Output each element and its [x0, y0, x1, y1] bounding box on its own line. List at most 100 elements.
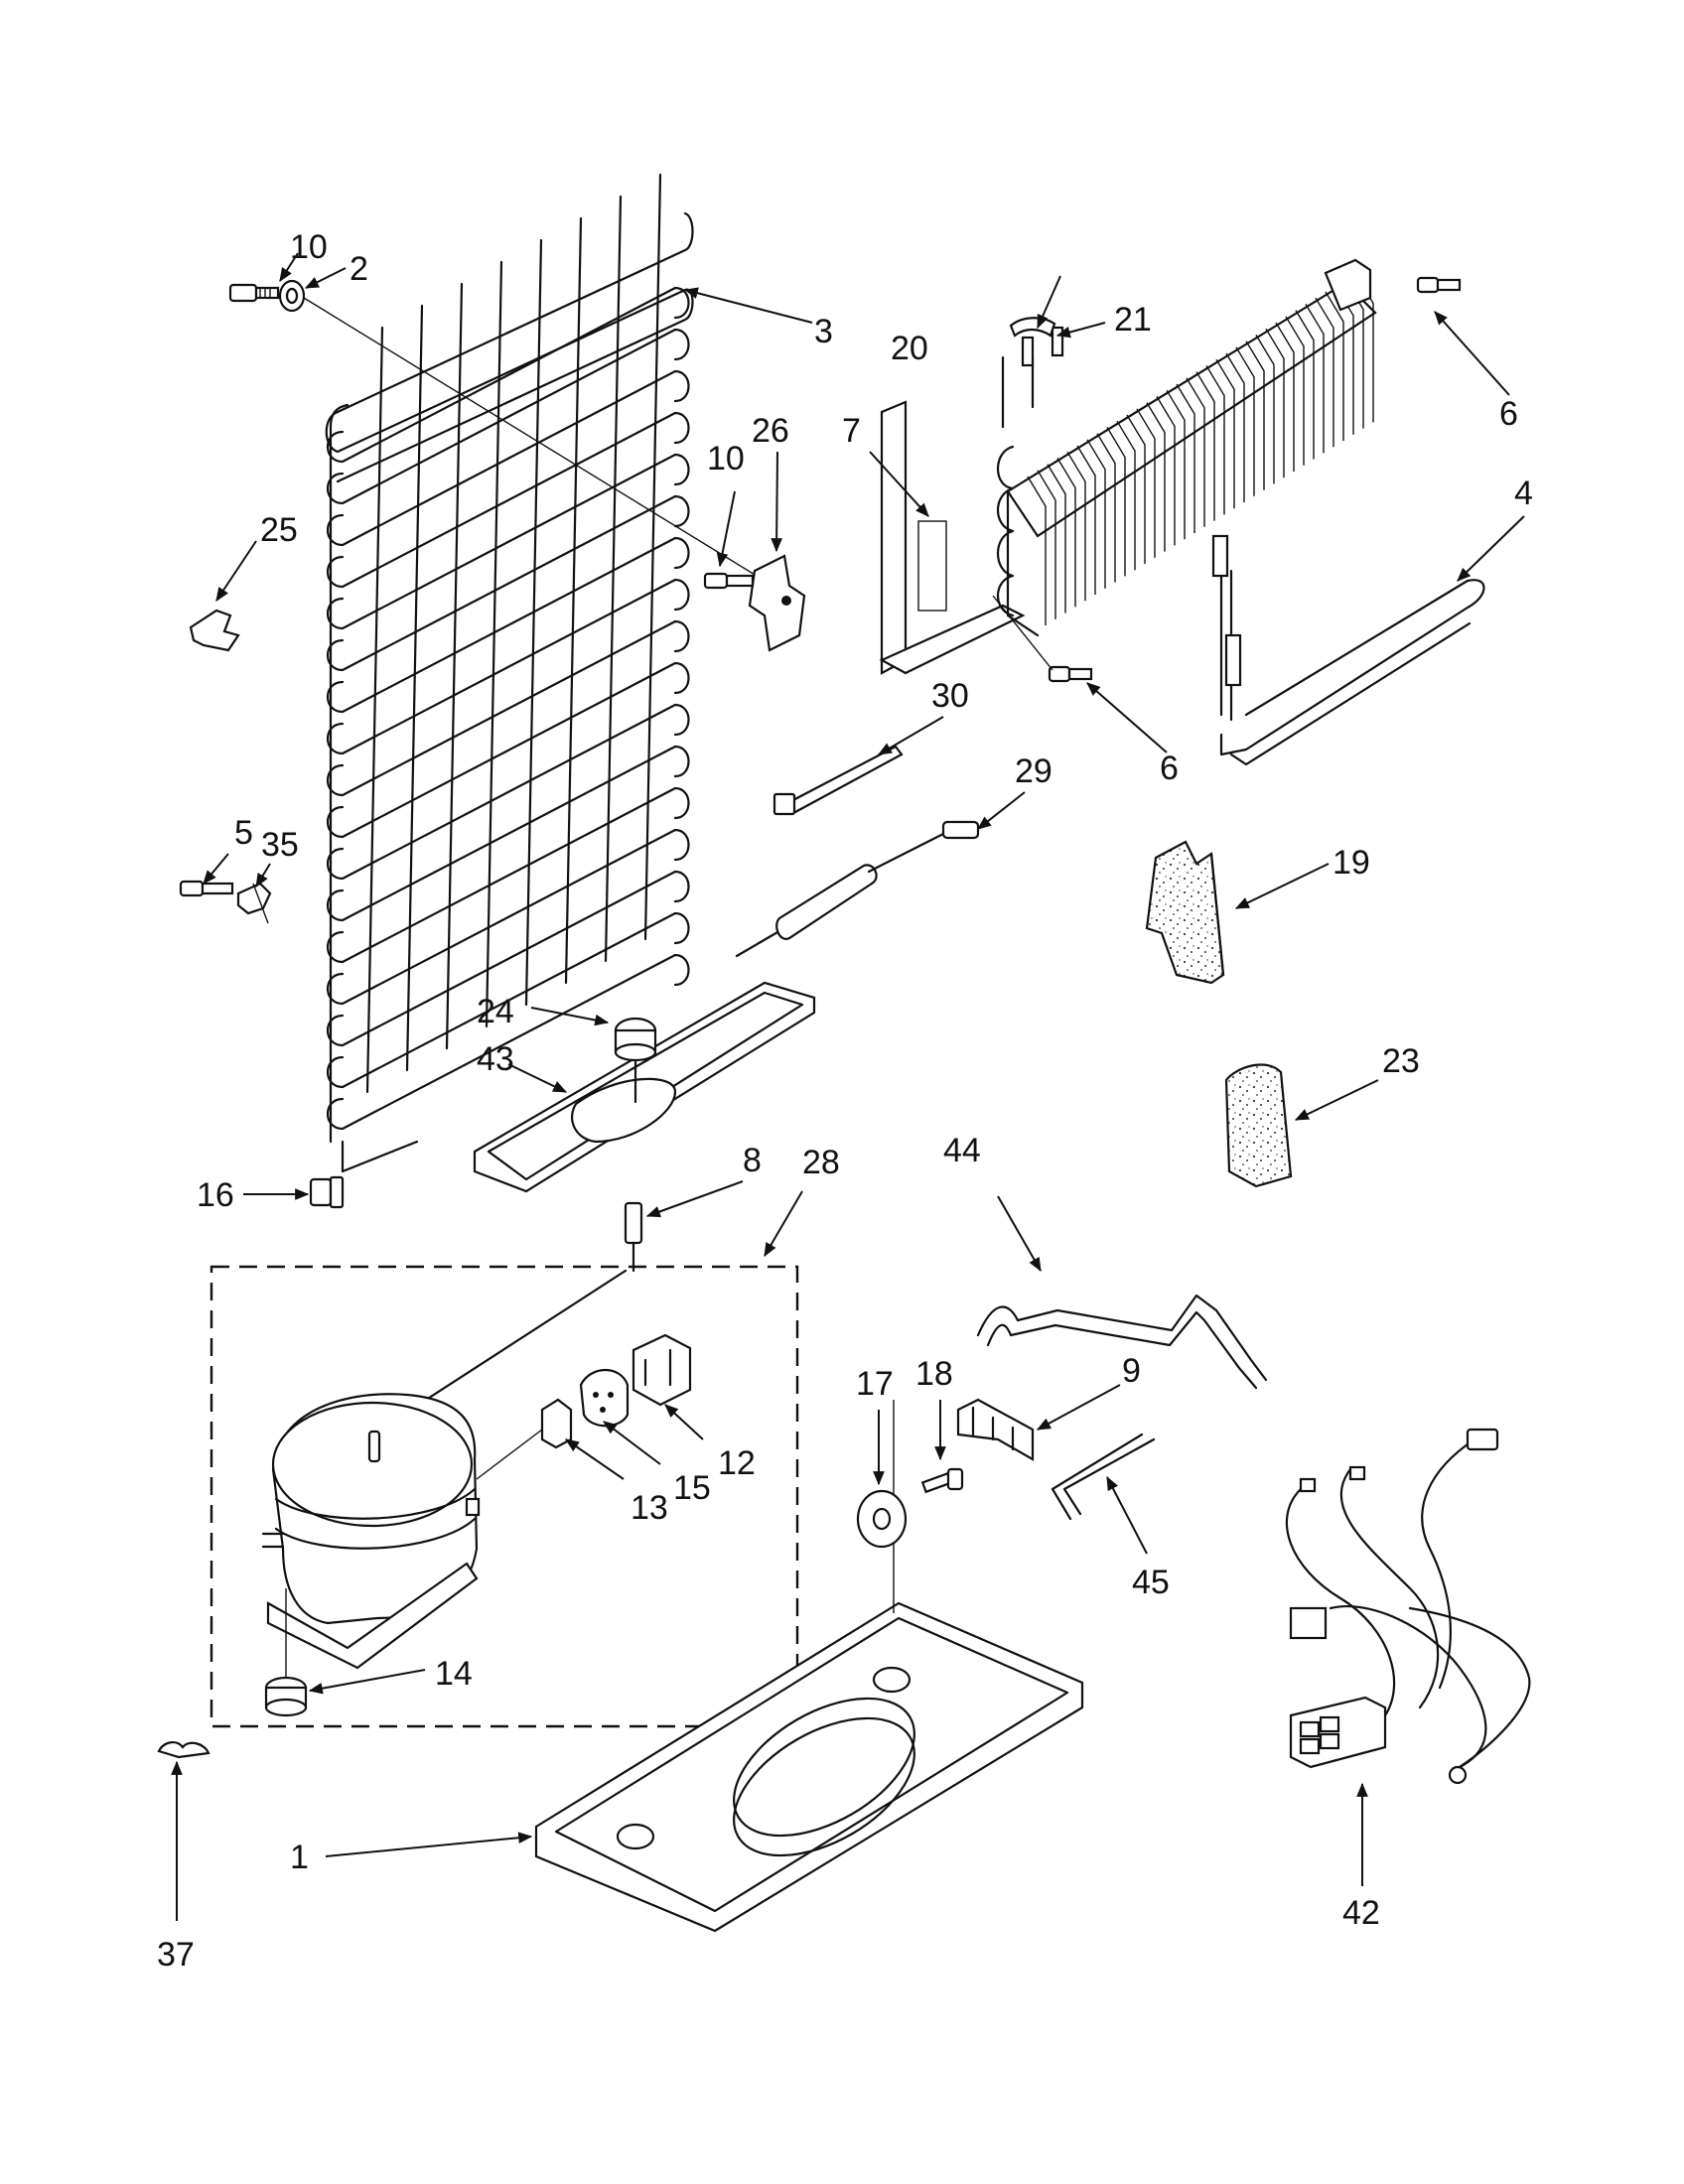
screw-10-top	[228, 283, 280, 303]
evaporator-fin	[1315, 297, 1334, 448]
label-part-30: 30	[931, 677, 969, 715]
condenser-tube-loop	[327, 453, 690, 630]
label-part-15: 15	[673, 1469, 711, 1507]
evaporator	[879, 258, 1377, 675]
label-part-3: 3	[814, 313, 833, 350]
compressor-assembly-28-box	[210, 1265, 799, 1728]
clip-25	[189, 609, 240, 652]
evaporator-fin	[1195, 371, 1215, 521]
label-part-7: 7	[842, 412, 861, 450]
clip-37	[157, 1741, 210, 1759]
label-part-12: 12	[718, 1444, 756, 1482]
evaporator-fin	[1056, 458, 1076, 608]
evaporator-fin	[1136, 408, 1156, 558]
drain-tube-8	[624, 1201, 643, 1273]
evaporator-fin	[1047, 464, 1066, 614]
label-part-20: 20	[891, 330, 928, 367]
evaporator-fin	[1265, 328, 1285, 478]
evaporator-fin	[1027, 476, 1047, 625]
relay-cover-12	[632, 1333, 692, 1407]
label-part-14: 14	[435, 1655, 473, 1693]
condenser-wire	[445, 282, 464, 1050]
label-part-28: 28	[802, 1144, 840, 1181]
evaporator-fin	[1156, 396, 1176, 546]
alignment-line-6	[992, 595, 1053, 671]
roller-17	[856, 1489, 908, 1549]
evaporator-fin	[1106, 427, 1126, 577]
grommet-14	[264, 1588, 308, 1717]
condenser-wire	[405, 304, 424, 1072]
evaporator-fin	[1285, 316, 1305, 466]
clip-16	[309, 1175, 345, 1209]
overload-13	[476, 1398, 573, 1480]
leader-lines	[171, 252, 1525, 1921]
label-part-25: 25	[260, 511, 298, 549]
label-part-2: 2	[350, 250, 368, 288]
label-part-21: 21	[1114, 301, 1152, 339]
label-part-19: 19	[1333, 844, 1370, 882]
label-part-24: 24	[477, 993, 514, 1030]
part-labels: 10 2 3 10 26 25 5 35 20 21 7 6 4 6 30 29…	[157, 228, 1533, 1974]
condenser-coil	[325, 173, 694, 1173]
evaporator-fin	[1325, 291, 1344, 441]
condenser-wire	[485, 260, 503, 1028]
wire-harness-42	[1285, 1428, 1531, 1785]
evaporator-fin	[1146, 402, 1166, 552]
screw-6-top	[1416, 276, 1462, 294]
evaporator-fin	[1066, 451, 1086, 602]
defrost-sensor-29	[735, 820, 980, 958]
label-part-4: 4	[1514, 475, 1533, 512]
label-part-5: 5	[234, 814, 253, 852]
condenser-tube-loop	[327, 661, 690, 839]
condenser-tube-loop	[327, 703, 690, 881]
label-part-37: 37	[157, 1936, 195, 1974]
tube-44	[976, 1294, 1268, 1390]
condenser-bracket-26	[748, 554, 806, 652]
drain-fitting-24	[614, 1017, 657, 1062]
label-part-35: 35	[261, 826, 299, 864]
screw-18	[920, 1467, 964, 1494]
evaporator-fin	[1086, 439, 1106, 589]
label-part-8: 8	[743, 1142, 762, 1179]
label-part-42: 42	[1342, 1894, 1380, 1932]
tube-45	[1051, 1433, 1156, 1521]
label-part-29: 29	[1015, 752, 1052, 790]
evaporator-fin	[1096, 433, 1116, 583]
alignment-line-10-2	[303, 297, 766, 582]
bracket-9	[956, 1398, 1035, 1461]
condenser-tube-loop	[327, 536, 690, 714]
condenser-tube-loop	[327, 578, 690, 755]
evaporator-fin	[1126, 414, 1146, 564]
condenser-tube-loop	[327, 494, 690, 672]
evaporator-fin	[1176, 383, 1195, 533]
compressor	[261, 1269, 628, 1670]
evaporator-fin	[1215, 358, 1235, 509]
clip-35	[236, 882, 272, 924]
screw-10-bracket	[703, 572, 755, 590]
foam-block-23	[1224, 1063, 1293, 1188]
label-part-18: 18	[915, 1355, 953, 1393]
label-part-44: 44	[943, 1132, 981, 1169]
label-part-6-bottom: 6	[1160, 750, 1179, 787]
label-part-10-top: 10	[290, 228, 328, 266]
label-part-1: 1	[290, 1839, 309, 1876]
condenser-tube-loop	[327, 828, 690, 1006]
evaporator-fin	[1235, 346, 1255, 496]
evaporator-fin	[1205, 365, 1225, 515]
drain-pan-43	[473, 981, 816, 1193]
condenser-tube-loop	[327, 786, 690, 964]
evaporator-fin	[1305, 304, 1325, 454]
condenser-tube-loop	[327, 619, 690, 797]
evaporator-fin	[1186, 377, 1205, 527]
label-part-10-bracket: 10	[707, 440, 745, 478]
relay-15	[579, 1369, 630, 1428]
evaporator-fin	[1275, 322, 1295, 472]
base-pan-1	[534, 1400, 1084, 1933]
evaporator-fin	[1166, 389, 1186, 540]
condenser-tube-loop	[327, 411, 690, 589]
label-part-13: 13	[631, 1489, 668, 1527]
evaporator-fin	[1225, 352, 1245, 502]
label-part-45: 45	[1132, 1564, 1170, 1601]
condenser-wire	[524, 238, 543, 1007]
